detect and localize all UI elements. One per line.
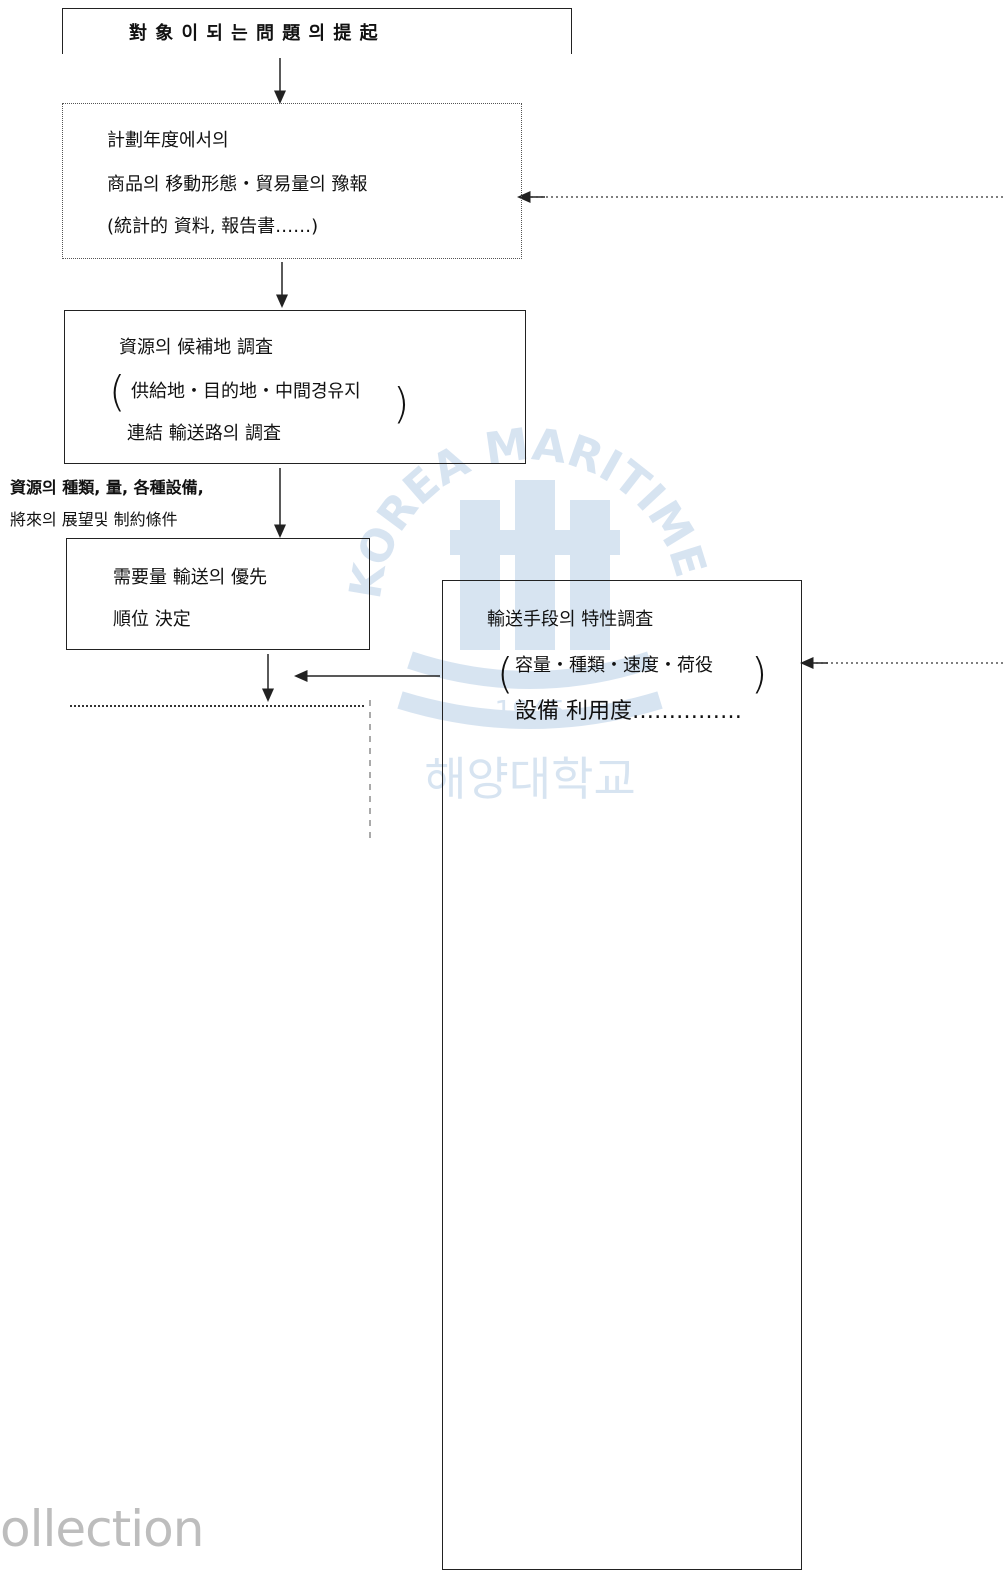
- right-paren-icon: ): [393, 379, 410, 428]
- university-seal-watermark: KOREA MARITIME UNIVERSITY 1945 해양대학교: [322, 360, 720, 824]
- resource-survey-line-1: 資源의 候補地 調査: [119, 337, 274, 358]
- transport-priority-line-2: 順位 決定: [113, 609, 191, 630]
- resource-survey-line-2: 供給地・目的地・中間경유지: [131, 381, 361, 402]
- resource-survey-box: 資源의 候補地 調査 ( 供給地・目的地・中間경유지 連結 輸送路의 調査 ): [64, 310, 526, 464]
- transport-mode-survey-box: 輸送手段의 特性調査 ( 容量・種類・速度・荷役 設備 利用度…………… ): [442, 580, 802, 1570]
- transport-mode-survey-line-3: 設備 利用度……………: [515, 699, 742, 724]
- resource-survey-line-3: 連結 輸送路의 調査: [127, 423, 282, 444]
- collection-watermark-text: ollection: [0, 1500, 204, 1558]
- transport-priority-box: 需要量 輸送의 優先 順位 決定: [66, 538, 370, 650]
- trade-forecast-line-2: 商品의 移動形態・貿易量의 豫報: [107, 174, 368, 195]
- trade-forecast-line-3: (統計的 資料, 報告書……): [107, 216, 319, 237]
- resource-conditions-line-2: 將來의 展望및 制約條件: [10, 510, 178, 529]
- trade-forecast-line-1: 計劃年度에서의: [107, 130, 229, 151]
- svg-text:해양대학교: 해양대학교: [424, 752, 636, 806]
- transport-mode-survey-line-1: 輸送手段의 特性調査: [487, 609, 654, 630]
- transport-mode-survey-line-2: 容量・種類・速度・荷役: [515, 655, 713, 676]
- trade-forecast-box: 計劃年度에서의 商品의 移動形態・貿易量의 豫報 (統計的 資料, 報告書……): [62, 103, 522, 259]
- svg-text:1945: 1945: [494, 694, 565, 727]
- problem-statement-box: 對 象 이 되 는 問 題 의 提 起: [62, 8, 572, 54]
- resource-conditions-line-1: 資源의 種類, 量, 各種設備,: [10, 478, 204, 497]
- right-paren-icon: ): [751, 649, 768, 698]
- transport-priority-line-1: 需要量 輸送의 優先: [113, 567, 268, 588]
- left-paren-icon: (: [497, 649, 514, 698]
- left-paren-icon: (: [109, 367, 126, 416]
- problem-statement-text: 對 象 이 되 는 問 題 의 提 起: [129, 23, 379, 44]
